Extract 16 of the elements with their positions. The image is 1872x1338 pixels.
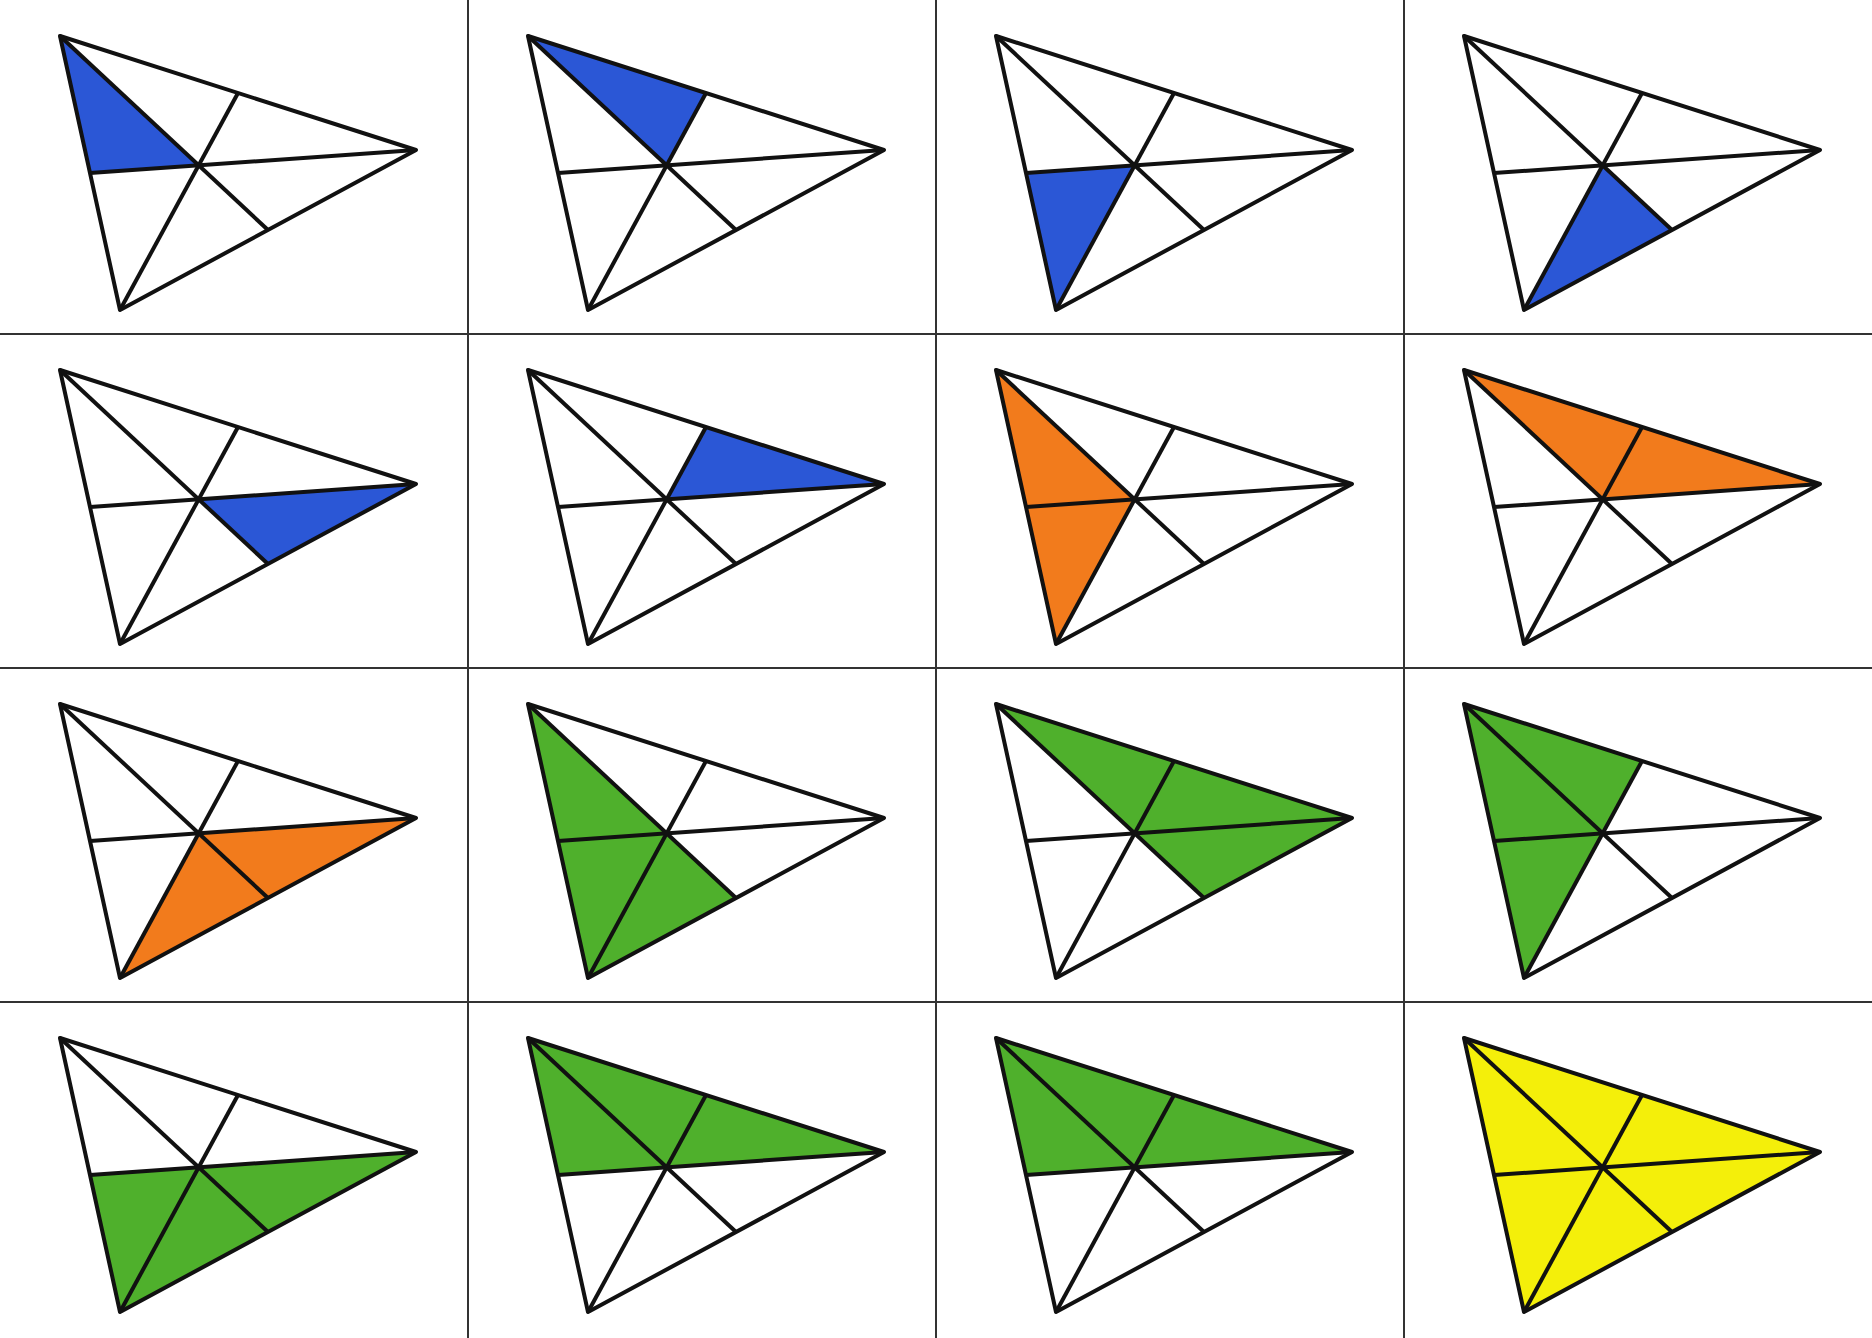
- triangle-drawing: [526, 1036, 886, 1314]
- triangle-drawing: [994, 368, 1354, 646]
- triangle-drawing: [526, 34, 886, 312]
- triangle-drawing: [526, 702, 886, 980]
- triangle-drawing: [1462, 702, 1822, 980]
- triangle-drawing: [994, 702, 1354, 980]
- triangle-drawing: [994, 34, 1354, 312]
- triangle-drawing: [1462, 1036, 1822, 1314]
- triangle-drawing: [526, 368, 886, 646]
- triangle-drawing: [1462, 368, 1822, 646]
- triangle-drawing: [58, 34, 418, 312]
- triangle-drawing: [1462, 34, 1822, 312]
- triangle-drawing: [58, 368, 418, 646]
- triangle-drawing: [58, 702, 418, 980]
- triangle-drawing: [58, 1036, 418, 1314]
- triangle-drawing: [994, 1036, 1354, 1314]
